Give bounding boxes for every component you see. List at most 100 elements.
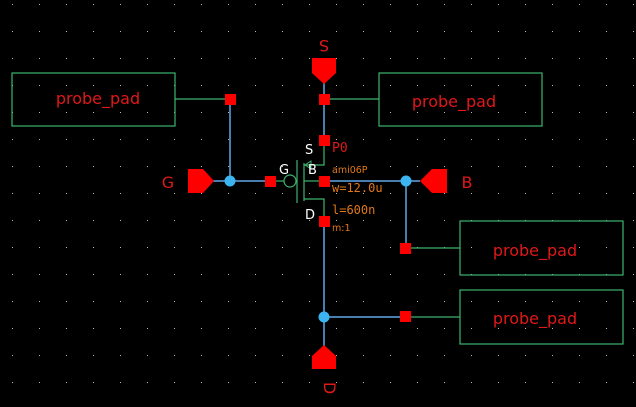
grid-dot xyxy=(309,112,310,113)
grid-dot xyxy=(525,328,526,329)
grid-dot xyxy=(309,166,310,167)
grid-dot xyxy=(174,274,175,275)
probe-pad-pin[interactable] xyxy=(225,94,236,105)
grid-dot xyxy=(12,58,13,59)
grid-dot xyxy=(417,274,418,275)
grid-dot xyxy=(120,247,121,248)
pin-input-icon[interactable] xyxy=(312,58,336,84)
grid-dot xyxy=(633,193,634,194)
grid-dot xyxy=(417,328,418,329)
source-terminal-pin[interactable] xyxy=(319,135,330,146)
probe-pad-pin[interactable] xyxy=(400,311,411,322)
grid-dot xyxy=(363,4,364,5)
grid-dot xyxy=(66,166,67,167)
grid-dot xyxy=(66,220,67,221)
grid-dot xyxy=(120,193,121,194)
grid-dot xyxy=(39,193,40,194)
probe-pad-pin[interactable] xyxy=(400,243,411,254)
grid-dot xyxy=(363,85,364,86)
grid-dot xyxy=(39,4,40,5)
grid-dot xyxy=(39,355,40,356)
grid-dot xyxy=(147,166,148,167)
probe-pad-pin[interactable] xyxy=(319,94,330,105)
grid-dot xyxy=(12,193,13,194)
grid-dot xyxy=(633,220,634,221)
grid-dot xyxy=(552,139,553,140)
grid-dot xyxy=(39,139,40,140)
pin-G[interactable]: G xyxy=(162,169,214,193)
grid-dot xyxy=(606,112,607,113)
probe-pad-bulk[interactable]: probe_pad xyxy=(400,220,624,276)
grid-dot xyxy=(471,247,472,248)
grid-dot xyxy=(93,31,94,32)
grid-dot xyxy=(255,247,256,248)
grid-dot xyxy=(39,58,40,59)
grid-dot xyxy=(633,328,634,329)
grid-dot xyxy=(120,4,121,5)
grid-dot xyxy=(39,112,40,113)
grid-dot xyxy=(444,220,445,221)
grid-dot xyxy=(93,193,94,194)
grid-dot xyxy=(147,301,148,302)
grid-dot xyxy=(444,166,445,167)
probe-pad-drain[interactable]: probe_pad xyxy=(400,289,624,345)
drain-terminal-pin[interactable] xyxy=(319,216,330,227)
grid-dot xyxy=(579,58,580,59)
grid-dot xyxy=(120,31,121,32)
pin-input-icon[interactable] xyxy=(420,169,447,193)
grid-dot xyxy=(228,4,229,5)
pin-B[interactable]: B xyxy=(420,169,472,193)
grid-dot xyxy=(66,85,67,86)
grid-dot xyxy=(471,166,472,167)
grid-dot xyxy=(120,139,121,140)
grid-dot xyxy=(444,4,445,5)
grid-dot xyxy=(12,355,13,356)
pin-S[interactable]: S xyxy=(312,36,336,84)
grid-dot xyxy=(633,4,634,5)
grid-dot xyxy=(552,58,553,59)
probe-pad-gate[interactable]: probe_pad xyxy=(11,72,236,127)
grid-dot xyxy=(39,382,40,383)
bulk-terminal-pin[interactable] xyxy=(319,176,330,187)
grid-dot xyxy=(228,58,229,59)
gate-terminal-pin[interactable] xyxy=(265,176,276,187)
grid-dot xyxy=(93,139,94,140)
grid-dot xyxy=(201,139,202,140)
grid-dot xyxy=(12,220,13,221)
grid-dot xyxy=(579,139,580,140)
grid-dot xyxy=(228,355,229,356)
grid-dot xyxy=(201,247,202,248)
grid-dot xyxy=(39,166,40,167)
grid-dot xyxy=(498,247,499,248)
grid-dot xyxy=(417,301,418,302)
grid-dot xyxy=(282,382,283,383)
grid-dot xyxy=(120,85,121,86)
pmos-transistor[interactable]: S G B D P0 ami06P w=12.0u l=600n m:1 xyxy=(265,135,383,234)
grid-dot xyxy=(309,220,310,221)
grid-dot xyxy=(12,382,13,383)
grid-dot xyxy=(120,112,121,113)
grid-dot xyxy=(12,166,13,167)
grid-dot xyxy=(336,301,337,302)
gate-terminal-label: G xyxy=(279,163,289,178)
probe-pad-source[interactable]: probe_pad xyxy=(319,72,543,127)
grid-dot xyxy=(471,382,472,383)
grid-dot xyxy=(363,139,364,140)
grid-dot xyxy=(336,355,337,356)
grid-dot xyxy=(201,355,202,356)
junction-dot xyxy=(400,175,412,187)
grid-dot xyxy=(363,382,364,383)
grid-dot xyxy=(336,139,337,140)
grid-dot xyxy=(417,166,418,167)
grid-dot xyxy=(228,328,229,329)
drain-terminal-label: D xyxy=(305,208,315,223)
pin-input-icon[interactable] xyxy=(312,345,336,369)
grid-dot xyxy=(579,31,580,32)
grid-dot xyxy=(444,328,445,329)
grid-dot xyxy=(363,58,364,59)
pin-input-icon[interactable] xyxy=(188,169,214,193)
pin-D[interactable]: D xyxy=(312,345,339,394)
grid-dot xyxy=(363,355,364,356)
grid-dot xyxy=(120,355,121,356)
grid-dot xyxy=(606,4,607,5)
